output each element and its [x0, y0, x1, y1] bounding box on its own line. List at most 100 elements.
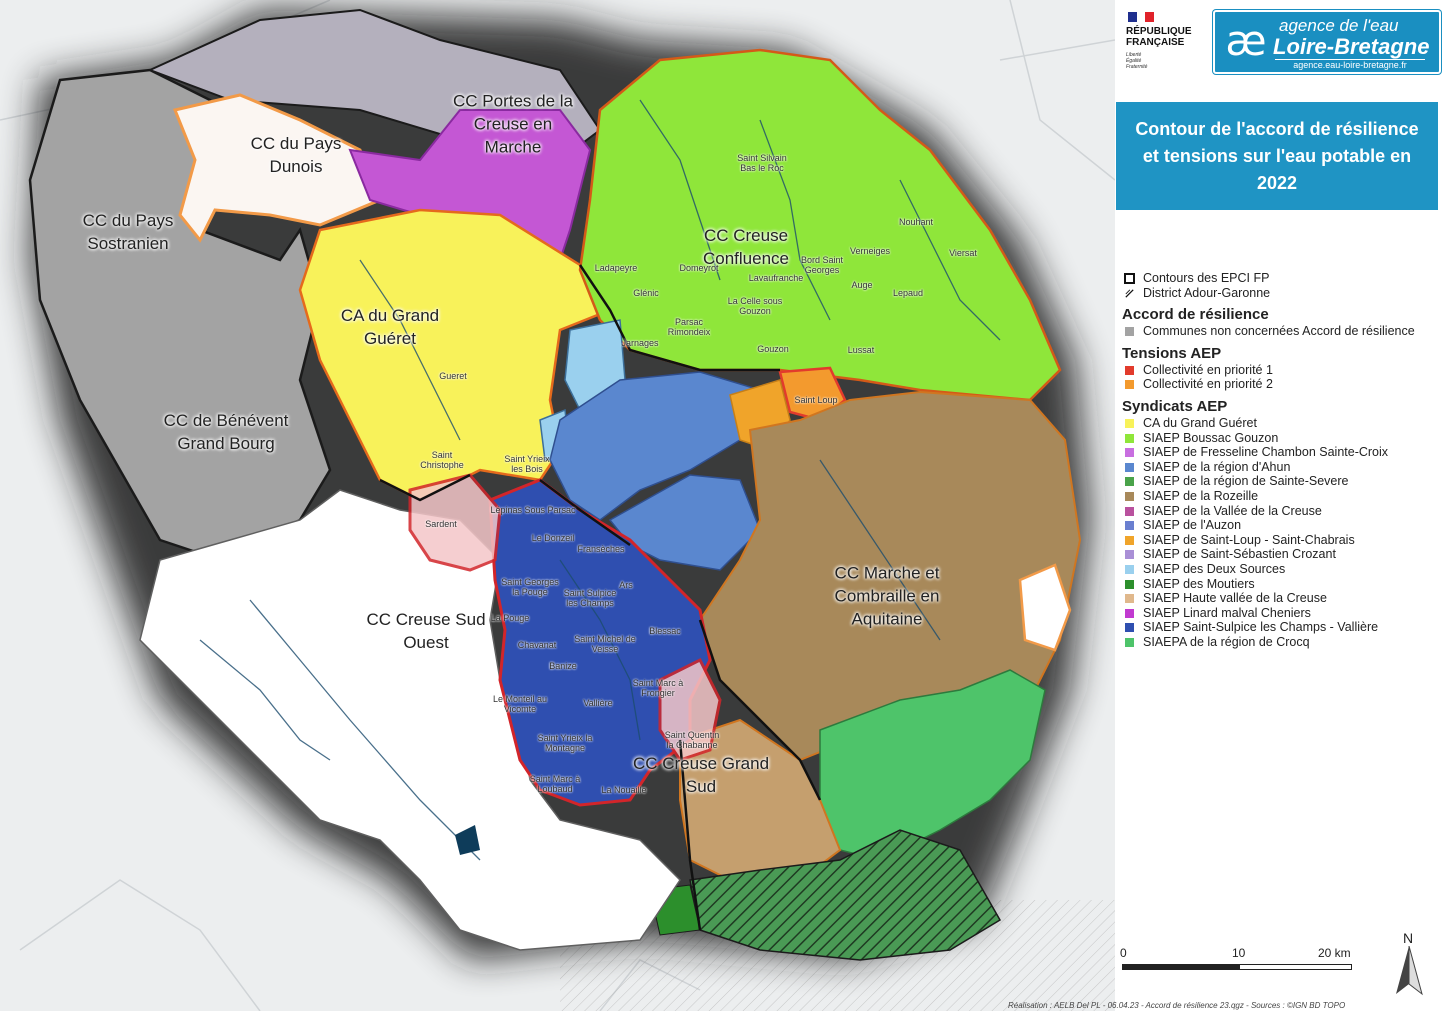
map-credits: Réalisation : AELB Del PL - 06.04.23 - A…	[1008, 1001, 1346, 1010]
region-grand-gueret	[298, 208, 612, 502]
legend-item-syndicat: SIAEP de Fresseline Chambon Sainte-Croix	[1122, 445, 1442, 460]
region-dunois	[172, 93, 382, 243]
region-saint-sulpice	[488, 478, 712, 807]
label-marche-combraille: CC Marche et Combraille en Aquitaine	[834, 563, 940, 629]
commune-label: Sardent	[425, 519, 457, 529]
region-priority1-pink	[408, 473, 502, 572]
swatch	[1125, 550, 1134, 560]
region-adour-garonne	[689, 829, 1002, 961]
label-creuse-grand-sud: CC Creuse Grand Sud	[632, 754, 770, 796]
legend-item-syndicat: CA du Grand Guéret	[1122, 416, 1442, 431]
header-logos: RÉPUBLIQUE FRANÇAISE Liberté Égalité Fra…	[1118, 6, 1444, 74]
legend-label: SIAEP de l'Auzon	[1143, 518, 1242, 533]
commune-label: Banize	[549, 661, 577, 671]
region-creuse-sud-ouest	[139, 489, 681, 951]
swatch	[1125, 535, 1134, 545]
legend-label: SIAEP Boussac Gouzon	[1143, 430, 1279, 445]
label-creuse-confluence: CC Creuse Confluence	[702, 226, 790, 268]
legend-label: District Adour-Garonne	[1143, 285, 1271, 300]
swatch	[1125, 418, 1134, 428]
scale-bar: 0 10 20 km	[1120, 946, 1357, 976]
commune-label: Saint Christophe	[420, 450, 464, 470]
commune-label: Saint Sulpice les Champs	[563, 588, 617, 608]
commune-label: Jarnages	[621, 338, 659, 348]
legend-label: SIAEP de la Vallée de la Creuse	[1143, 503, 1322, 518]
legend-heading-tensions: Tensions AEP	[1122, 344, 1222, 362]
swatch	[1125, 448, 1134, 458]
legend-item-syndicat: SIAEP Linard malval Cheniers	[1122, 606, 1442, 621]
commune-label: Vallière	[583, 698, 613, 708]
legend-label: SIAEP de la région d'Ahun	[1143, 459, 1291, 474]
legend-label: SIAEP des Deux Sources	[1143, 561, 1286, 576]
scale-segment-1	[1122, 964, 1239, 970]
legend-label: SIAEP de Fresseline Chambon Sainte-Croix	[1143, 445, 1389, 460]
commune-label: Parsac Rimondeix	[667, 317, 711, 337]
scale-segment-2	[1239, 964, 1352, 970]
region-rozeille-white	[1018, 563, 1072, 652]
legend-label: Collectivité en priorité 2	[1143, 377, 1273, 392]
commune-label: Le Donzeil	[531, 533, 575, 543]
commune-label: Auge	[851, 280, 873, 290]
swatch	[1125, 608, 1134, 618]
commune-label: Gueret	[439, 371, 467, 381]
commune-label: Lavaufranche	[748, 273, 804, 283]
swatch	[1125, 433, 1134, 443]
swatch	[1125, 506, 1134, 516]
region-ahun	[549, 371, 762, 521]
commune-label: Saint Michel de Veisse	[574, 634, 636, 654]
commune-label: Blessac	[649, 626, 681, 636]
swatch	[1125, 623, 1134, 633]
swatch	[1125, 327, 1134, 337]
legend-item-priorite-2: Collectivité en priorité 2	[1122, 377, 1442, 392]
commune-label: Verneiges	[849, 246, 891, 256]
rivers	[199, 99, 1001, 861]
hatch-icon	[1125, 288, 1134, 298]
north-arrow-icon: N	[1392, 930, 1426, 1000]
agence-logo: æ agence de l'eau Loire-Bretagne agence.…	[1213, 10, 1441, 74]
legend-item-syndicat: SIAEP des Moutiers	[1122, 577, 1442, 592]
legend-item-non-concernees: Communes non concernées Accord de résili…	[1122, 324, 1442, 339]
commune-label: Saint Loup	[794, 395, 838, 405]
legend-item-syndicat: SIAEP de la Vallée de la Creuse	[1122, 504, 1442, 519]
commune-label: Viersat	[949, 248, 977, 258]
legend-item-syndicat: SIAEP de l'Auzon	[1122, 518, 1442, 533]
swatch	[1125, 491, 1134, 501]
label-pays-sostranien: CC du Pays Sostranien	[82, 211, 174, 253]
map-title: Contour de l'accord de résilience et ten…	[1116, 102, 1438, 210]
outline-square-icon	[1124, 273, 1135, 284]
legend-label: SIAEP des Moutiers	[1143, 576, 1255, 591]
north-label: N	[1403, 930, 1414, 946]
flag-icon	[1128, 12, 1155, 22]
legend-label: SIAEPA de la région de Crocq	[1143, 634, 1310, 649]
commune-label: Ladapeyre	[594, 263, 638, 273]
swatch	[1125, 637, 1134, 647]
legend-label: Contours des EPCI FP	[1143, 271, 1270, 285]
region-priority1-pink-2	[658, 657, 722, 762]
legend-item-syndicat: SIAEP Haute vallée de la Creuse	[1122, 591, 1442, 606]
legend-item-syndicat: SIAEP Saint-Sulpice les Champs - Vallièr…	[1122, 620, 1442, 635]
swatch	[1125, 564, 1134, 574]
swatch	[1125, 477, 1134, 487]
legend-label: SIAEP de Saint-Sébastien Crozant	[1143, 547, 1336, 562]
legend-item-priorite-1: Collectivité en priorité 1	[1122, 363, 1442, 378]
commune-label: Glénic	[633, 288, 659, 298]
legend-item-syndicat: SIAEP de la région de Sainte-Severe	[1122, 474, 1442, 489]
legend-heading-syndicats: Syndicats AEP	[1122, 397, 1228, 415]
scale-tick-10: 10	[1232, 946, 1246, 960]
epci-outlines	[379, 264, 822, 931]
commune-label: La Pouge	[490, 613, 530, 623]
label-portes-creuse: CC Portes de la Creuse en Marche	[453, 91, 573, 157]
legend-item-adour: District Adour-Garonne	[1122, 286, 1442, 301]
legend-item-syndicat: SIAEPA de la région de Crocq	[1122, 635, 1442, 650]
scale-tick-20: 20 km	[1318, 946, 1351, 960]
legend-heading-accord: Accord de résilience	[1122, 306, 1269, 324]
legend-label: CA du Grand Guéret	[1143, 415, 1257, 430]
agence-name-line1: agence de l'eau	[1279, 16, 1399, 35]
legend-label: Collectivité en priorité 1	[1143, 362, 1273, 377]
swatch	[1125, 365, 1134, 375]
agence-ae-icon: æ	[1225, 16, 1267, 65]
commune-label: Saint Yrieix la Montagne	[537, 733, 593, 753]
label-grand-gueret: CA du Grand Guéret	[340, 306, 440, 348]
commune-label: Bord Saint Georges	[800, 255, 844, 275]
republique-logo: RÉPUBLIQUE FRANÇAISE Liberté Égalité Fra…	[1122, 8, 1212, 72]
